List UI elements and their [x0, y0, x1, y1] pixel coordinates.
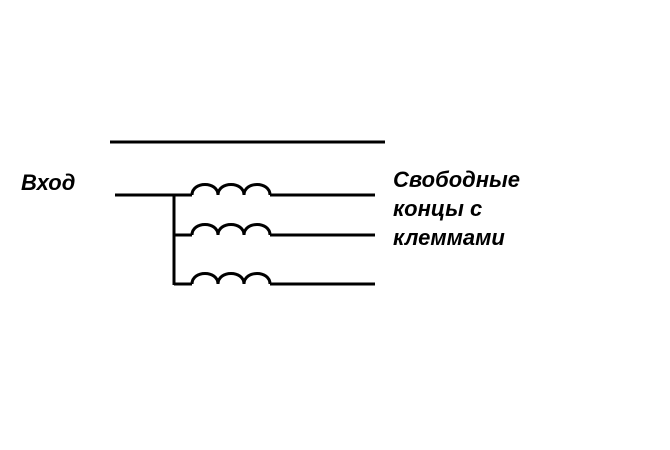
- branch-1: [174, 183, 375, 197]
- input-label: Вход: [21, 170, 76, 195]
- coil-3: [190, 272, 272, 285]
- coil-1: [190, 183, 272, 196]
- output-label-line-2: концы с: [393, 196, 483, 221]
- branch-3: [174, 272, 375, 286]
- coil-2: [190, 223, 272, 236]
- output-label-line-1: Свободные: [393, 167, 521, 192]
- output-label-line-3: клеммами: [393, 225, 505, 250]
- output-label: Свободные концы с клеммами: [393, 165, 520, 252]
- branch-2: [174, 223, 375, 237]
